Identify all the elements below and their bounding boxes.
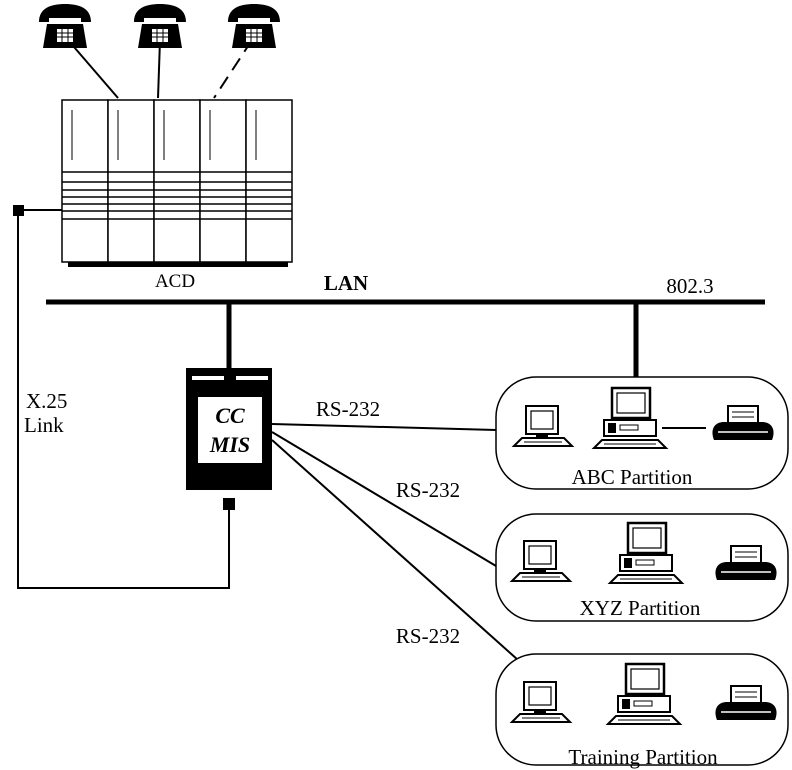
partition-label: Training Partition [568,745,718,769]
lan-label: LAN [324,271,368,295]
acd-label: ACD [155,271,195,292]
telephone-icon [133,3,187,49]
ccmis-label-cc: CC [215,403,245,428]
ccmis-label-mis: MIS [209,432,250,457]
partition-training: Training Partition [495,653,789,769]
telephone-icon [227,3,281,49]
acd-cabinet-icon [61,99,293,267]
x25-port-ccmis [223,498,235,510]
x25-label: X.25 [26,389,67,413]
rs232-label: RS-232 [396,624,460,648]
rs232-lines [271,423,519,661]
phone-wires [67,39,253,99]
partition-label: ABC Partition [572,465,693,489]
telephone-icon [38,3,92,49]
rs232-label: RS-232 [316,397,380,421]
ieee-label: 802.3 [666,274,713,298]
x25-link-line [17,209,230,589]
partition-abc: ABC Partition [495,376,789,490]
rs232-label: RS-232 [396,478,460,502]
link-label: Link [24,413,64,437]
partition-label: XYZ Partition [580,596,701,620]
server-icon [186,368,272,490]
partition-xyz: XYZ Partition [495,513,789,622]
x25-port-acd [13,205,24,216]
